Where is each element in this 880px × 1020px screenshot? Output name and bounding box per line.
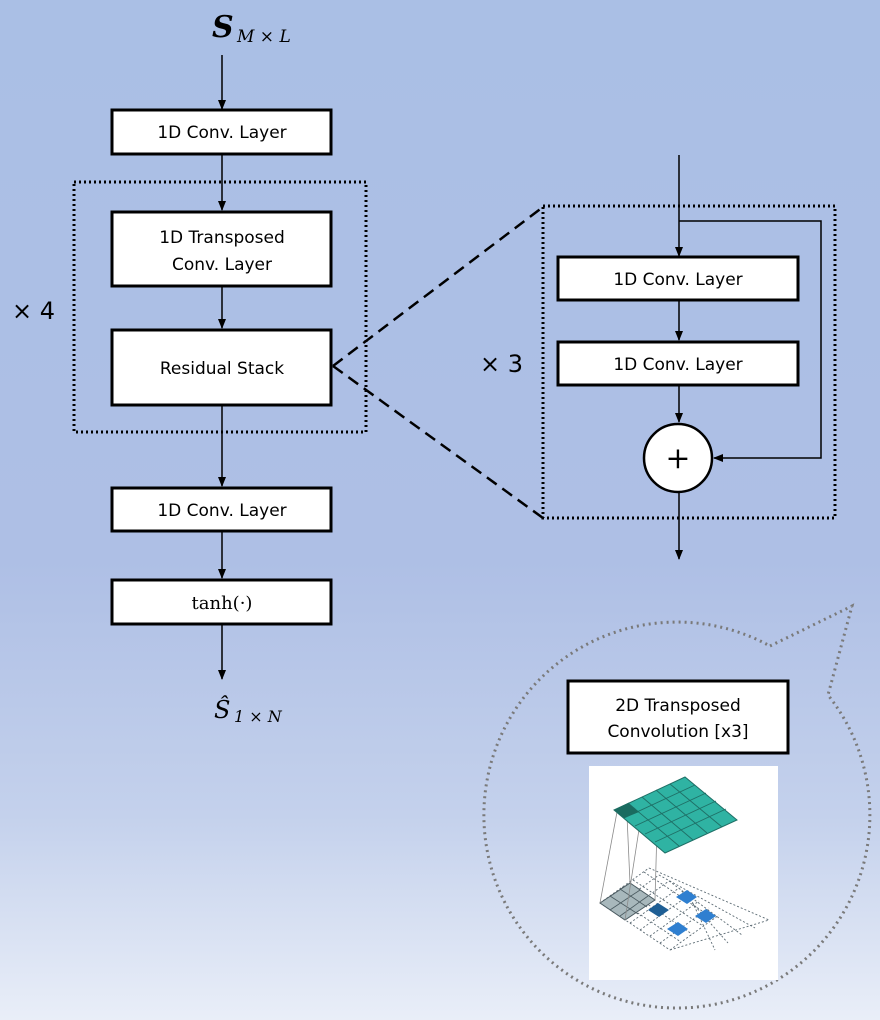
residual-conv-box-2: 1D Conv. Layer	[556, 340, 800, 387]
residual-conv-label-2: 1D Conv. Layer	[613, 355, 742, 375]
output-cell-highlight	[614, 803, 639, 818]
input-cell	[676, 890, 697, 904]
input-cell	[667, 922, 688, 936]
callout-bubble	[482, 603, 872, 1010]
transposed-conv-label-line2: Conv. Layer	[172, 255, 272, 275]
conv-layer-input-label: 1D Conv. Layer	[157, 123, 286, 143]
tanh-label: tanh(·)	[192, 593, 253, 614]
callout-title-line1: 2D Transposed	[615, 696, 741, 716]
residual-conv-box-1: 1D Conv. Layer	[556, 255, 800, 302]
input-symbol-main: S	[212, 10, 234, 45]
conv-layer-output-box: 1D Conv. Layer	[110, 486, 333, 533]
input-cell	[648, 903, 669, 917]
zoom-line-top	[332, 206, 544, 367]
repeat-group-inner	[541, 204, 837, 520]
output-symbol-main: Ŝ	[214, 695, 230, 724]
transposed-convolution-illustration	[589, 766, 778, 980]
transposed-conv-label-line1: 1D Transposed	[159, 228, 285, 248]
input-symbol-subscript: M × L	[236, 27, 291, 47]
transposed-conv-box: 1D Transposed Conv. Layer	[110, 210, 333, 288]
skip-connection	[679, 220, 822, 462]
conv-layer-input-box: 1D Conv. Layer	[110, 108, 333, 156]
tanh-box: tanh(·)	[110, 578, 333, 626]
zoom-line-bottom	[332, 364, 544, 520]
residual-stack-box: Residual Stack	[110, 328, 333, 407]
repeat-group-outer	[72, 180, 368, 434]
repeat-inner-label: × 3	[480, 350, 523, 378]
input-grid	[599, 867, 770, 951]
output-symbol: Ŝ 1 × N	[214, 695, 283, 726]
adder-node: +	[642, 422, 714, 494]
adder-symbol: +	[665, 441, 690, 476]
input-cell	[695, 909, 716, 923]
output-grid	[613, 776, 738, 854]
callout-title-box: 2D Transposed Convolution [x3]	[566, 679, 790, 755]
residual-conv-label-1: 1D Conv. Layer	[613, 270, 742, 290]
callout-title-line2: Convolution [x3]	[607, 722, 748, 742]
residual-stack-label: Residual Stack	[160, 359, 284, 379]
repeat-outer-label: × 4	[12, 297, 55, 325]
output-symbol-subscript: 1 × N	[234, 707, 283, 726]
conv-layer-output-label: 1D Conv. Layer	[157, 501, 286, 521]
input-symbol: S M × L	[212, 10, 291, 47]
